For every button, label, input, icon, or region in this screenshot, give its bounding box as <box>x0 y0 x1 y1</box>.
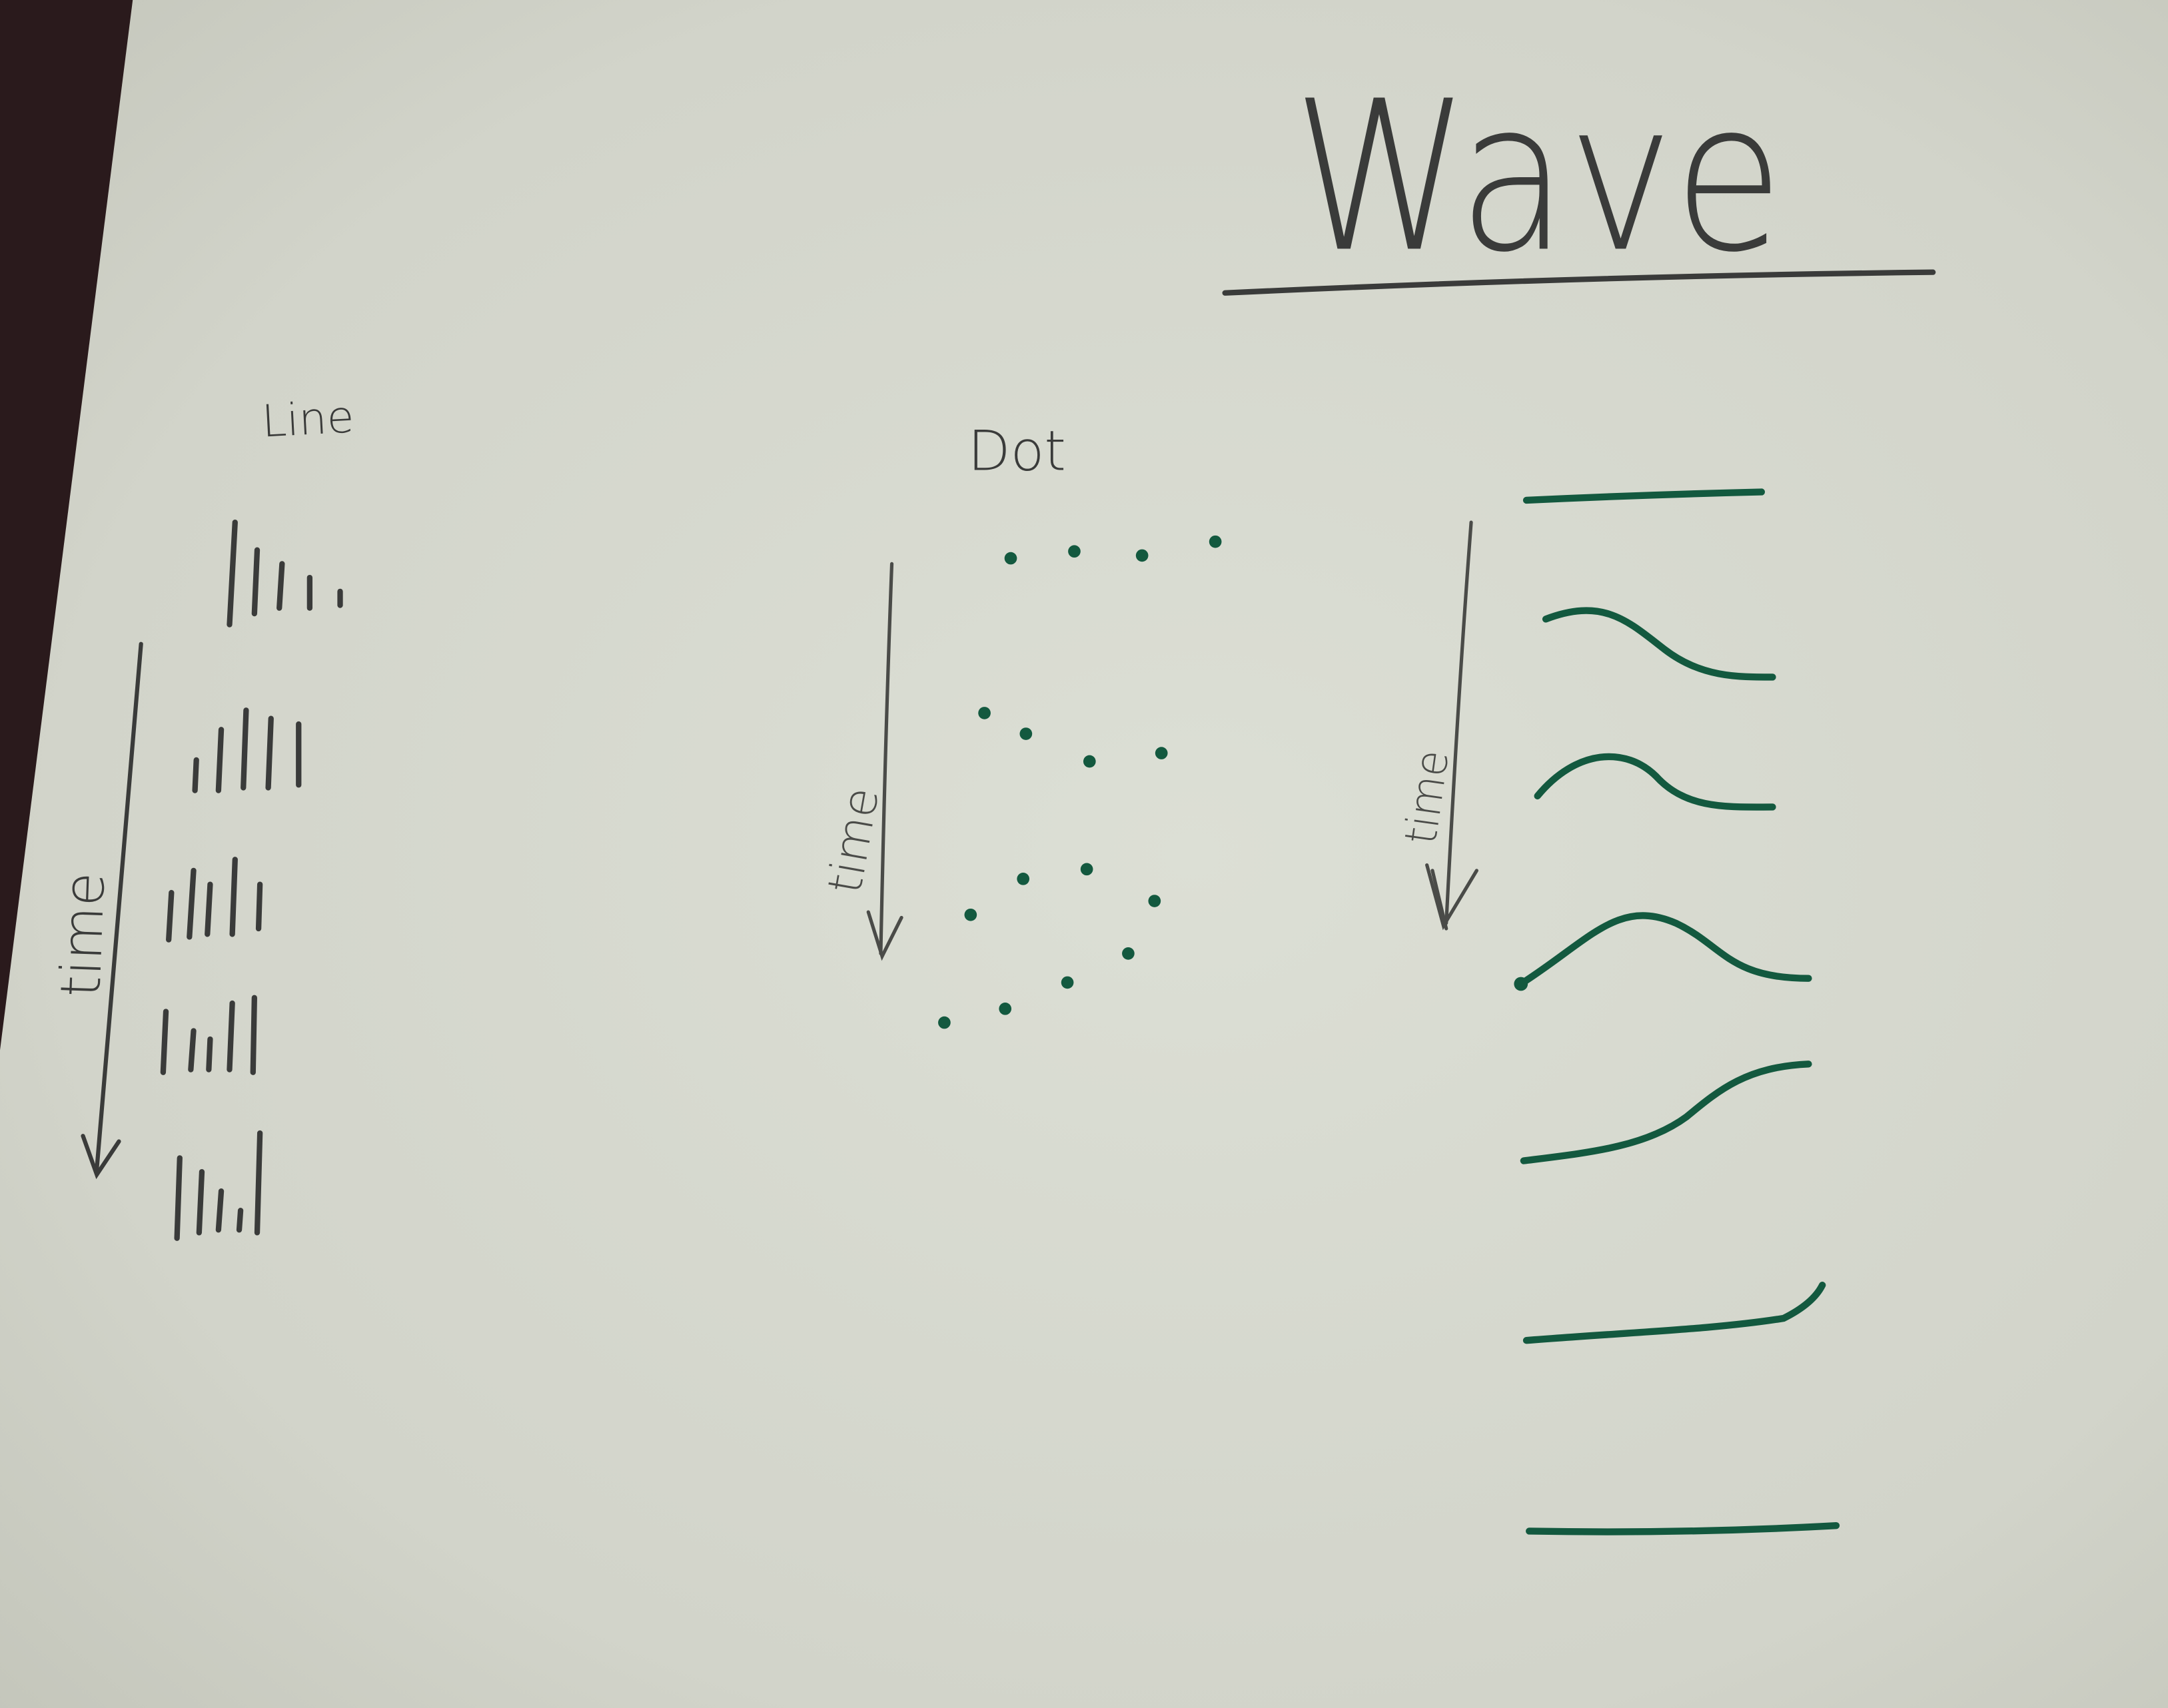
wave-stroke <box>1517 912 1812 988</box>
line-label: Line <box>261 390 355 447</box>
wave-stroke <box>1526 1521 1840 1535</box>
wave-section: time <box>1394 488 1840 1535</box>
line-time-arrow <box>81 641 143 1180</box>
dot-time-arrow <box>866 562 903 961</box>
line-row <box>227 519 343 628</box>
line-section: Line <box>48 390 355 1241</box>
wave-time-label: time <box>1394 747 1459 847</box>
wave-stroke <box>1522 1282 1826 1344</box>
wave-stroke <box>1520 1061 1812 1164</box>
wave-stroke <box>1534 753 1776 811</box>
dot-label: Dot <box>968 418 1066 483</box>
dot-grid <box>938 535 1222 1029</box>
wave-stroke <box>1542 607 1776 681</box>
line-row <box>166 857 263 943</box>
page-title: Wave <box>1293 57 1784 298</box>
line-row <box>192 707 302 793</box>
title-underline <box>1222 269 1936 296</box>
wave-start-dot <box>1514 977 1528 991</box>
title-group: Wave <box>1222 57 1936 298</box>
line-time-label: time <box>48 871 117 999</box>
wave-stroke <box>1522 488 1766 504</box>
line-row <box>160 995 257 1075</box>
line-row <box>174 1130 263 1241</box>
wave-time-arrow <box>1425 520 1478 931</box>
